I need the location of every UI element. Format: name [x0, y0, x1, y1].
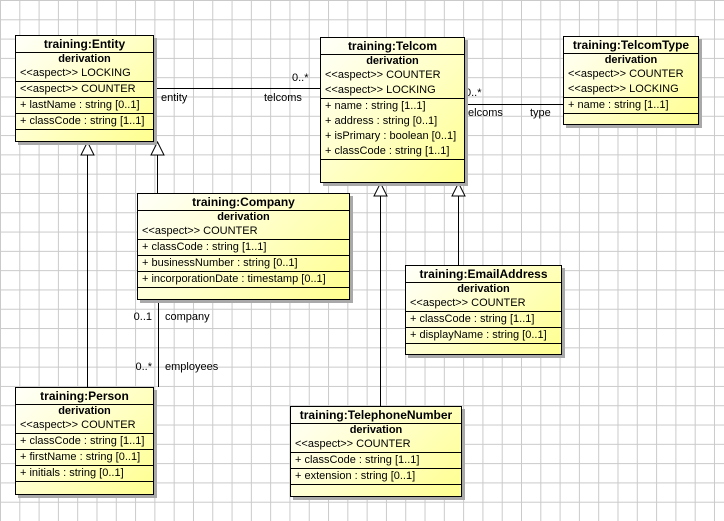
aspect-row: <<aspect>> LOCKING [564, 82, 698, 98]
attribute-row: + address : string [0..1] [325, 115, 438, 127]
aspect-row: <<aspect>> COUNTER [325, 69, 441, 81]
association-company-person[interactable] [158, 298, 159, 387]
generalization-arrow-icon [451, 182, 466, 197]
generalization-emailaddress-telcom[interactable] [458, 196, 459, 265]
class-training-telephonenumber[interactable]: training:TelephoneNumber derivation <<as… [290, 406, 462, 497]
role-label-telcoms: telcoms [264, 92, 302, 104]
class-subtitle: derivation [366, 55, 419, 67]
multiplicity-label: 0..1 [133, 311, 152, 323]
role-label-telcoms: telcoms [465, 107, 503, 119]
attribute-row: + classCode : string [1..1] [16, 114, 153, 130]
class-training-company[interactable]: training:Company derivation <<aspect>> C… [137, 193, 350, 300]
generalization-company-entity[interactable] [157, 155, 158, 193]
class-training-telcomtype[interactable]: training:TelcomType derivation <<aspect>… [563, 36, 699, 125]
empty-compartment [16, 130, 153, 141]
class-title: training:TelephoneNumber [291, 407, 461, 424]
aspect-row: <<aspect>> COUNTER [568, 68, 684, 80]
association-entity-telcom[interactable] [152, 88, 320, 89]
role-label-type: type [530, 107, 551, 119]
aspect-row: <<aspect>> LOCKING [16, 66, 153, 82]
attribute-row: + name : string [1..1] [564, 98, 698, 114]
class-subtitle: derivation [604, 54, 658, 66]
attribute-row: + firstName : string [0..1] [16, 450, 153, 466]
class-training-person[interactable]: training:Person derivation <<aspect>> CO… [15, 387, 154, 495]
aspect-row: <<aspect>> LOCKING [321, 83, 464, 99]
attribute-row: + name : string [1..1] [325, 100, 426, 112]
aspect-row: <<aspect>> COUNTER [291, 437, 461, 453]
attribute-row: + classCode : string [1..1] [16, 434, 153, 450]
empty-compartment [291, 485, 461, 496]
class-title: training:Telcom [321, 38, 464, 55]
attribute-row: + classCode : string [1..1] [406, 312, 561, 328]
aspect-row: <<aspect>> COUNTER [16, 418, 153, 434]
empty-compartment [321, 160, 464, 182]
generalization-arrow-icon [373, 182, 388, 197]
class-training-emailaddress[interactable]: training:EmailAddress derivation <<aspec… [405, 265, 562, 355]
association-telcom-telcomtype[interactable] [464, 104, 563, 105]
class-title: training:EmailAddress [406, 266, 561, 283]
role-label-company: company [165, 311, 210, 323]
class-training-telcom[interactable]: training:Telcom derivation <<aspect>> CO… [320, 37, 465, 183]
aspect-row: <<aspect>> COUNTER [16, 82, 153, 98]
aspect-row: <<aspect>> COUNTER [406, 296, 561, 312]
attribute-row: + incorporationDate : timestamp [0..1] [138, 272, 349, 288]
attribute-row: + displayName : string [0..1] [406, 328, 561, 344]
multiplicity-label: 0..* [135, 361, 152, 373]
class-title: training:Person [16, 388, 153, 405]
attribute-row: + lastName : string [0..1] [16, 98, 153, 114]
attribute-row: + businessNumber : string [0..1] [138, 256, 349, 272]
generalization-arrow-icon [80, 141, 95, 156]
role-label-employees: employees [165, 361, 219, 373]
role-label-entity: entity [161, 92, 188, 104]
empty-compartment [406, 344, 561, 354]
attribute-row: + initials : string [0..1] [16, 466, 153, 482]
generalization-arrow-icon [150, 141, 165, 156]
class-training-entity[interactable]: training:Entity derivation <<aspect>> LO… [15, 35, 154, 142]
attribute-row: + classCode : string [1..1] [138, 240, 349, 256]
class-subtitle: derivation [217, 211, 270, 223]
attribute-row: + isPrimary : boolean [0..1] [325, 130, 457, 142]
generalization-person-entity[interactable] [87, 155, 88, 387]
empty-compartment [564, 114, 698, 124]
class-subtitle: derivation [349, 424, 403, 436]
aspect-row: <<aspect>> COUNTER [138, 224, 349, 240]
multiplicity-label: 0..* [465, 87, 482, 99]
class-subtitle: derivation [457, 283, 510, 295]
attribute-row: + classCode : string [1..1] [291, 453, 461, 469]
attribute-row: + extension : string [0..1] [291, 469, 461, 485]
empty-compartment [16, 482, 153, 494]
class-title: training:Entity [16, 36, 153, 53]
generalization-telephonenumber-telcom[interactable] [380, 196, 381, 406]
class-title: training:TelcomType [564, 37, 698, 54]
class-subtitle: derivation [58, 405, 111, 417]
class-subtitle: derivation [58, 53, 111, 65]
multiplicity-label: 0..* [292, 72, 309, 84]
class-title: training:Company [138, 194, 349, 211]
empty-compartment [138, 288, 349, 299]
attribute-row: + classCode : string [1..1] [321, 144, 464, 160]
